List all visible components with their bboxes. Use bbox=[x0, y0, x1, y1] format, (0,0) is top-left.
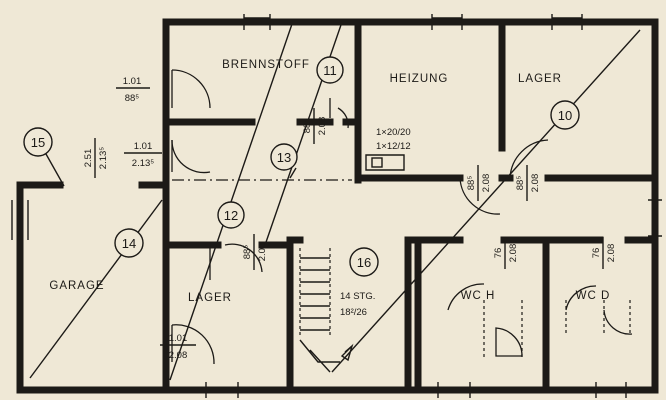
dimension-d1-bottom: 88⁵ bbox=[125, 93, 140, 104]
marker-14-label: 14 bbox=[122, 236, 136, 251]
dimension-d4: 88⁵ 2.08 bbox=[302, 108, 328, 144]
dimension-d6: 88⁵ 2.08 bbox=[515, 165, 541, 201]
outer-walls bbox=[16, 18, 659, 394]
room-label-wc-d: WC D bbox=[576, 290, 611, 302]
dimension-d7: 88⁵ 2.08 bbox=[242, 234, 268, 270]
marker-15: 15 bbox=[23, 127, 53, 157]
dimension-d9-top: 76 bbox=[591, 248, 602, 259]
heizung-note-1: 1×20/20 bbox=[376, 127, 411, 138]
dimension-d7-top: 88⁵ bbox=[242, 245, 253, 260]
room-label-lager-top: LAGER bbox=[518, 73, 562, 85]
marker-16-label: 16 bbox=[357, 255, 371, 270]
stair-note-steps: 14 STG. bbox=[340, 291, 375, 302]
dimension-d1: 1.01 88⁵ bbox=[116, 76, 150, 104]
room-label-garage: GARAGE bbox=[49, 280, 104, 292]
dimension-d8: 76 2.08 bbox=[493, 237, 519, 269]
dimension-d10: 1.01 2.08 bbox=[160, 333, 196, 361]
dimension-d3: 2.51 2.13⁵ bbox=[83, 138, 109, 178]
dimension-d4-bottom: 2.08 bbox=[317, 117, 328, 136]
dimension-d1-top: 1.01 bbox=[123, 76, 142, 87]
dimension-d2: 1.01 2.13⁵ bbox=[124, 141, 162, 169]
heizung-note-2: 1×12/12 bbox=[376, 141, 411, 152]
marker-13-label: 13 bbox=[277, 150, 291, 165]
room-label-wc-h: WC H bbox=[461, 290, 496, 302]
dimension-d2-bottom: 2.13⁵ bbox=[132, 158, 154, 169]
marker-15-label: 15 bbox=[31, 135, 45, 150]
dimension-d7-bottom: 2.08 bbox=[257, 243, 268, 262]
dimension-d10-bottom: 2.08 bbox=[169, 350, 188, 361]
marker-10: 10 bbox=[550, 100, 580, 130]
chimney-box bbox=[371, 157, 383, 168]
dimension-d5: 88⁵ 2.08 bbox=[466, 165, 492, 201]
dimension-d5-bottom: 2.08 bbox=[481, 174, 492, 193]
room-label-lager-bottom: LAGER bbox=[188, 292, 232, 304]
dimension-d6-top: 88⁵ bbox=[515, 176, 526, 191]
dimension-d6-bottom: 2.08 bbox=[530, 174, 541, 193]
wc-cabin-lines bbox=[483, 300, 631, 360]
dimension-d4-top: 88⁵ bbox=[302, 119, 313, 134]
dimension-d5-top: 88⁵ bbox=[466, 176, 477, 191]
marker-14: 14 bbox=[114, 228, 144, 258]
stair-note-ratio: 18²/26 bbox=[340, 307, 367, 318]
marker-10-label: 10 bbox=[558, 108, 572, 123]
dimension-d8-top: 76 bbox=[493, 248, 504, 259]
marker-11-label: 11 bbox=[323, 63, 337, 78]
room-label-heizung: HEIZUNG bbox=[390, 73, 449, 85]
dimension-d9-bottom: 2.08 bbox=[606, 244, 617, 263]
marker-16: 16 bbox=[349, 247, 379, 277]
dimension-d2-top: 1.01 bbox=[134, 141, 153, 152]
marker-12-label: 12 bbox=[224, 208, 238, 223]
dimension-d3-bottom: 2.13⁵ bbox=[98, 147, 109, 169]
marker-11: 11 bbox=[316, 56, 344, 84]
dimension-d10-top: 1.01 bbox=[169, 333, 188, 344]
windows bbox=[11, 14, 662, 398]
marker-13: 13 bbox=[270, 143, 298, 171]
heizung-chimney bbox=[365, 154, 405, 171]
room-label-brennstoff: BRENNSTOFF bbox=[222, 59, 310, 71]
dimension-d3-top: 2.51 bbox=[83, 149, 94, 168]
dimension-d9: 76 2.08 bbox=[591, 237, 617, 269]
marker-12: 12 bbox=[217, 201, 245, 229]
dimension-d8-bottom: 2.08 bbox=[508, 244, 519, 263]
interior-walls bbox=[162, 18, 659, 394]
